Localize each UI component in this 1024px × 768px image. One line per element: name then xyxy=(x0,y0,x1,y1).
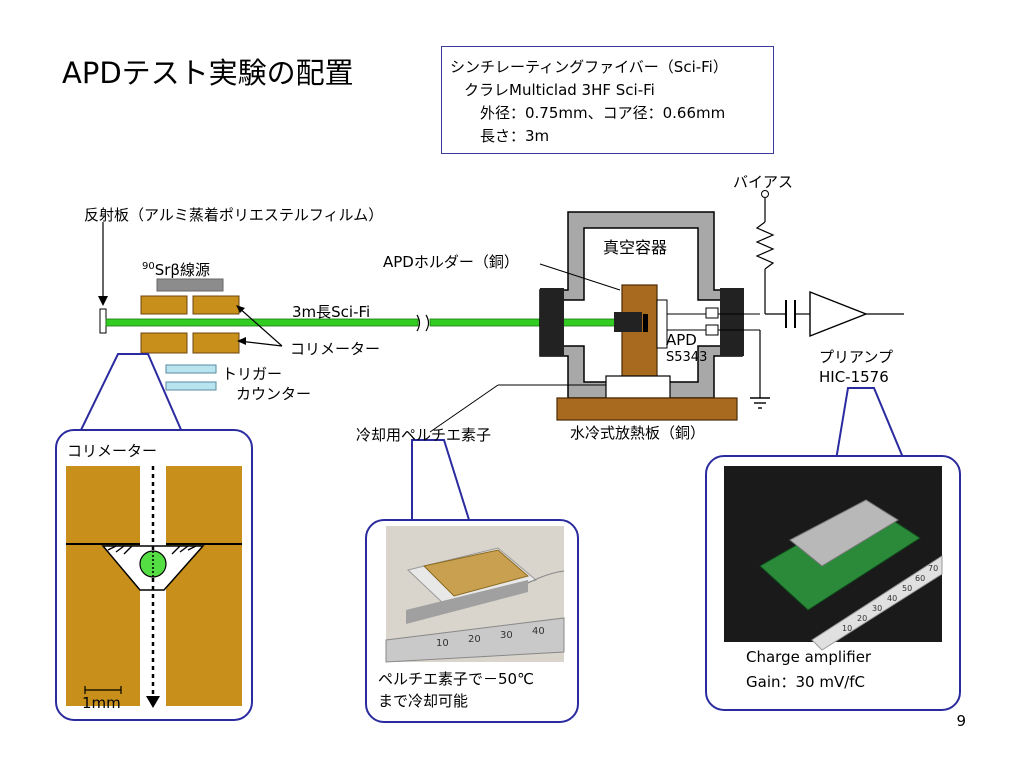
peltier-caption-1: ペルチエ素子で－50℃ xyxy=(378,670,534,688)
peltier-caption-2: まで冷却可能 xyxy=(378,692,469,710)
peltier-label: 冷却用ペルチエ素子 xyxy=(356,426,492,444)
fiber-break-mark xyxy=(416,314,430,332)
amp-ruler-tick-1: 10 xyxy=(842,624,853,633)
collimator-arrow-2 xyxy=(238,340,283,347)
apd-chip xyxy=(656,299,668,349)
peltier-ruler-tick-1: 10 xyxy=(436,638,449,649)
vessel-flange-left xyxy=(540,288,564,356)
reflector-label: 反射板（アルミ蒸着ポリエステルフィルム） xyxy=(84,206,384,224)
heatsink-label: 水冷式放熱板（銅） xyxy=(570,424,706,442)
feedthrough-top xyxy=(705,307,719,319)
spec-line-diameter: 外径：0.75mm、コア径：0.66mm xyxy=(480,104,726,122)
preamp-symbol xyxy=(809,290,868,338)
beam-arrow-head xyxy=(146,696,160,708)
amp-caption-1: Charge amplifier xyxy=(746,648,872,666)
amp-photo-ruler xyxy=(811,555,943,651)
collimator-arrow-1-head xyxy=(236,305,245,313)
sr90-source xyxy=(156,278,224,292)
trigger-counter-2 xyxy=(165,381,217,391)
spec-line-length: 長さ：3m xyxy=(480,127,550,145)
peltier-photo-plate xyxy=(422,549,530,597)
apd-sensor xyxy=(643,314,648,332)
apd-model-label: S5343 xyxy=(666,350,708,365)
apd-label: APD xyxy=(666,331,697,349)
reflector-arrow-head xyxy=(98,296,108,306)
fiber-clamp xyxy=(614,312,642,332)
feedthrough-bottom xyxy=(705,324,719,336)
amp-ruler-tick-4: 40 xyxy=(887,594,898,603)
water-cooled-heatsink xyxy=(556,397,738,421)
vacuum-vessel-label: 真空容器 xyxy=(603,238,668,257)
spec-line-fiber: シンチレーティングファイバー（Sci-Fi） xyxy=(450,58,728,76)
bias-terminal xyxy=(761,190,769,198)
amp-caption-2: Gain：30 mV/fC xyxy=(746,673,866,691)
amp-ruler-tick-5: 50 xyxy=(902,584,913,593)
amp-callout-pointer xyxy=(834,387,906,461)
amp-ruler-tick-2: 20 xyxy=(857,614,868,623)
preamp-label: プリアンプ xyxy=(819,348,893,366)
amp-ruler-tick-3: 30 xyxy=(872,604,883,613)
amp-photo-module xyxy=(789,499,899,567)
peltier-ruler-tick-2: 20 xyxy=(468,634,481,645)
amp-ruler-tick-7: 70 xyxy=(928,564,939,573)
spec-line-product: クラレMulticlad 3HF Sci-Fi xyxy=(464,81,655,99)
source-isotope-mass: 90 xyxy=(142,261,155,272)
peltier-callout-pointer xyxy=(411,439,472,524)
page-title: APDテスト実験の配置 xyxy=(62,56,354,90)
source-label: 90Srβ線源 xyxy=(142,259,210,280)
collimator-block-ur xyxy=(192,295,240,315)
peltier-ruler-tick-3: 30 xyxy=(500,630,513,641)
preamp-model-label: HIC-1576 xyxy=(819,368,889,386)
collimator-callout-title: コリメーター xyxy=(67,442,158,460)
bias-resistor xyxy=(755,221,775,270)
fiber-label: 3m長Sci-Fi xyxy=(292,303,371,321)
peltier-ruler-tick-4: 40 xyxy=(532,626,545,637)
reflector-film xyxy=(99,308,107,334)
peltier-photo-ruler xyxy=(385,617,565,663)
collimator-arrow-1 xyxy=(237,306,283,347)
peltier-element xyxy=(605,375,671,399)
trigger-label-1: トリガー xyxy=(222,365,283,383)
vessel-flange-right xyxy=(720,288,744,356)
collimator-block-ll xyxy=(140,332,188,354)
collimator-block-ul xyxy=(140,295,188,315)
sci-fi-fiber-left xyxy=(105,318,419,327)
bias-label: バイアス xyxy=(733,173,794,191)
apd-holder-label: APDホルダー（銅） xyxy=(383,253,519,271)
trigger-label-2: カウンター xyxy=(236,385,312,403)
fiber-spec-box: シンチレーティングファイバー（Sci-Fi） クラレMulticlad 3HF … xyxy=(441,46,774,154)
source-name: Srβ線源 xyxy=(154,261,210,279)
collimator-block-lr xyxy=(192,332,240,354)
collimator-arrow-2-head xyxy=(237,337,246,345)
page-number: 9 xyxy=(956,712,966,730)
trigger-counter-1 xyxy=(165,364,217,374)
peltier-leader xyxy=(429,384,499,433)
collimator-label: コリメーター xyxy=(290,340,381,358)
apd-holder-leader xyxy=(539,263,621,291)
sci-fi-fiber-right xyxy=(429,318,645,327)
scale-label: 1mm xyxy=(82,694,121,712)
amp-ruler-tick-6: 60 xyxy=(915,574,926,583)
